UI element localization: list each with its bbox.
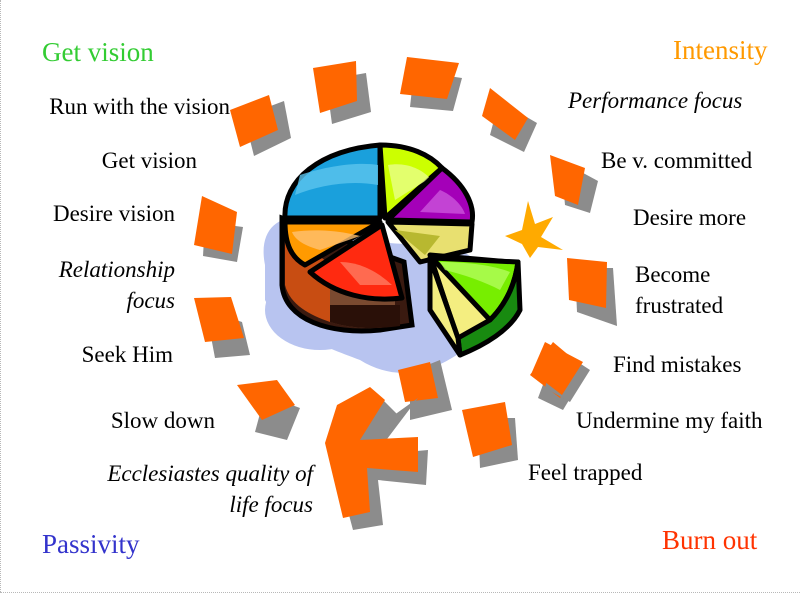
- label-desire-more: Desire more: [633, 205, 747, 230]
- label-ecclesiastes-line1: Ecclesiastes quality of: [107, 461, 313, 486]
- label-become-frustrated: Become frustrated: [635, 259, 723, 321]
- heading-get-vision: Get vision: [42, 37, 154, 67]
- label-seek-him: Seek Him: [81, 342, 173, 367]
- label-desire-vision: Desire vision: [52, 201, 175, 226]
- label-run-with-the-vision: Run with the vision: [49, 94, 230, 119]
- slide-frame-left: [0, 0, 1, 592]
- label-ecclesiastes-focus: Ecclesiastes quality of life focus: [107, 458, 313, 520]
- arrow-segments: [194, 57, 617, 530]
- label-slow-down: Slow down: [110, 408, 215, 433]
- label-become-frustrated-line2: frustrated: [635, 293, 724, 318]
- arrow-segment: [398, 362, 448, 408]
- heading-burn-out: Burn out: [662, 525, 758, 555]
- label-find-mistakes: Find mistakes: [613, 352, 742, 377]
- slide-frame-bottom: [0, 592, 800, 593]
- arrow-segment: [230, 95, 291, 156]
- pie-chart-3d-icon: [279, 142, 476, 334]
- label-relationship-focus: Relationship focus: [59, 254, 175, 316]
- arrow-segment: [313, 61, 371, 124]
- label-feel-trapped: Feel trapped: [528, 460, 643, 485]
- heading-passivity: Passivity: [42, 529, 140, 559]
- arrow-segment: [532, 342, 590, 402]
- heading-intensity: Intensity: [673, 35, 768, 65]
- label-relationship-focus-line2: focus: [126, 288, 175, 313]
- label-undermine-my-faith: Undermine my faith: [576, 408, 763, 433]
- arrow-segment: [194, 196, 243, 262]
- label-become-frustrated-line1: Become: [635, 262, 711, 287]
- arrowhead-icon: [325, 387, 428, 530]
- burst-icon: [505, 201, 563, 258]
- arrow-segment: [482, 88, 537, 152]
- arrow-segment: [462, 402, 518, 468]
- pie-wedge-icon: [427, 252, 523, 358]
- arrow-segment: [400, 57, 462, 111]
- arrow-segment: [567, 258, 617, 326]
- arrow-segment: [237, 380, 300, 440]
- arrow-segment: [550, 155, 598, 213]
- label-performance-focus: Performance focus: [568, 88, 743, 113]
- label-be-v-committed: Be v. committed: [601, 148, 753, 173]
- label-get-vision: Get vision: [101, 148, 197, 173]
- arrow-segment: [194, 297, 250, 358]
- label-ecclesiastes-line2: life focus: [229, 492, 313, 517]
- label-relationship-focus-line1: Relationship: [58, 257, 175, 282]
